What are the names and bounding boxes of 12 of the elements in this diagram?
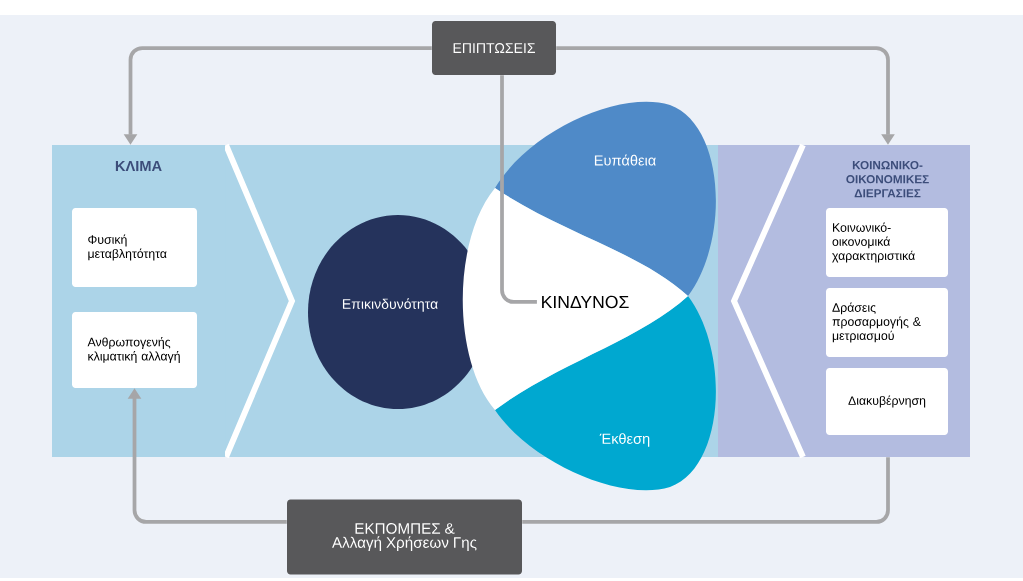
connector-line	[522, 457, 890, 524]
text-box: Φυσική μεταβλητότητα	[72, 208, 197, 287]
vulnerability-petal: Ευπάθεια	[495, 101, 716, 296]
risk-area: ΚΙΝΔΥΝΟΣ	[462, 188, 688, 410]
text-box: Δράσεις προσαρμογής & μετριασμού	[826, 288, 948, 357]
emissions-box: ΕΚΠΟΜΠΕΣ & Αλλαγή Χρήσεων Γης	[287, 499, 522, 575]
impact-box: ΕΠΙΠΤΩΣΕΙΣ	[432, 21, 556, 75]
text-box: Ανθρωπογενής κλιματική αλλαγή	[72, 312, 197, 388]
text-box: Κοινωνικό- οικονομικά χαρακτηριστικά	[826, 208, 948, 277]
connector-line	[500, 75, 537, 304]
text-box: Διακυβέρνηση	[826, 368, 948, 435]
node-label: ΚΛΙΜΑ	[115, 160, 162, 172]
